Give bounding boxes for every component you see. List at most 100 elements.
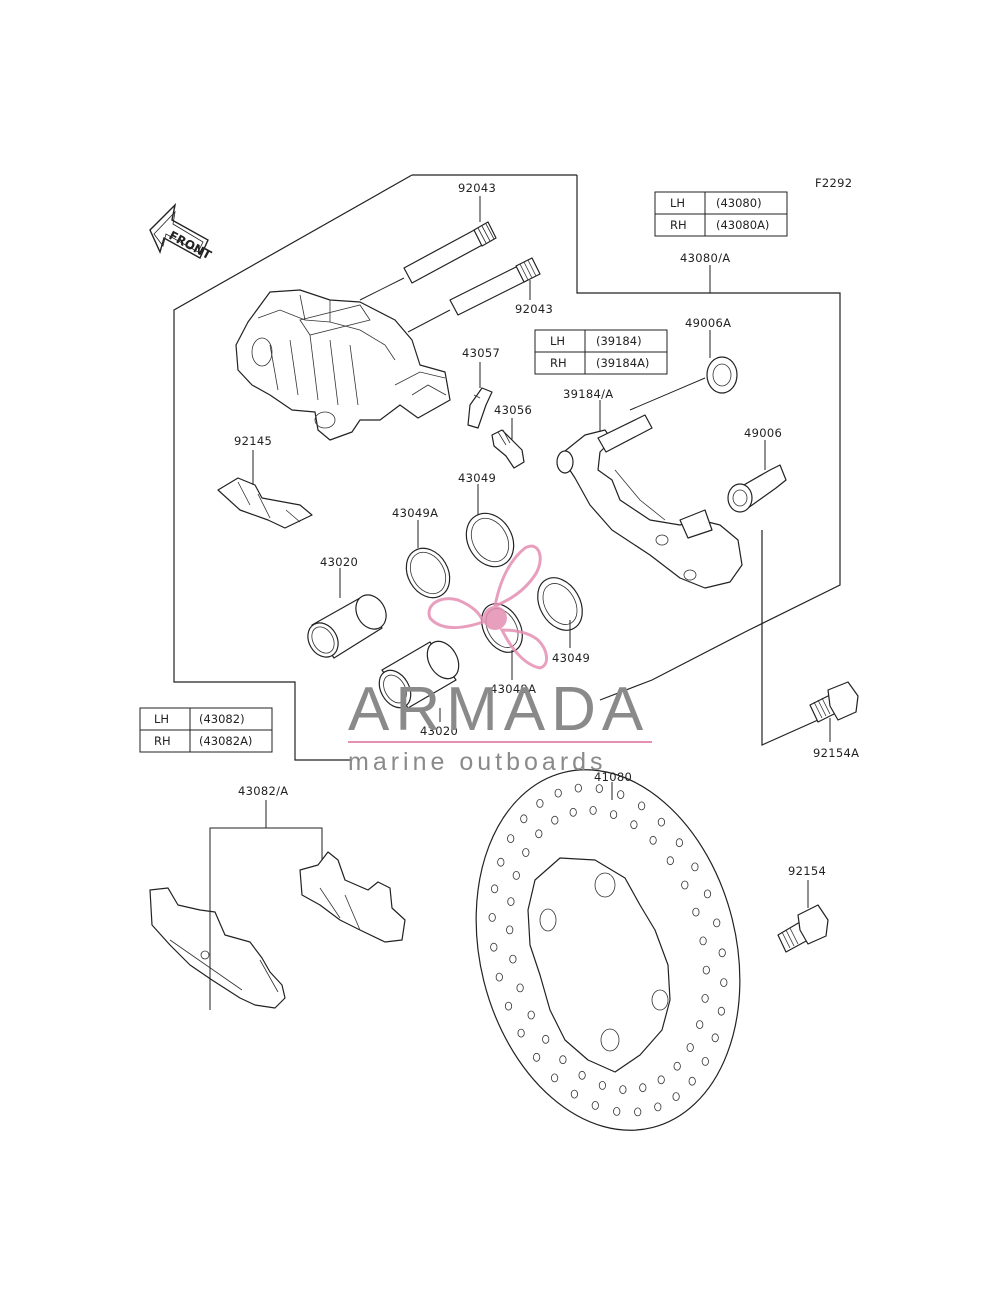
disc-hole (675, 838, 684, 848)
label-disc-41080: 41080 (594, 770, 632, 784)
seal-43049-lower (537, 577, 583, 631)
disc-hole (506, 925, 514, 935)
disc-hole (535, 829, 543, 839)
disc-hole (657, 1075, 665, 1085)
label-spring-92145: 92145 (234, 434, 272, 448)
boot-49006 (727, 464, 787, 513)
disc-hole (686, 1043, 694, 1052)
leader (629, 377, 706, 411)
disc-hole (699, 936, 707, 946)
disc-hole (657, 817, 666, 827)
disc-hole (720, 978, 728, 987)
bracket-side-table: LH (39184) RH (39184A) (534, 329, 668, 375)
disc-hole (649, 835, 657, 845)
disc-hole (589, 806, 597, 815)
disc-hole (569, 807, 577, 817)
label-seal-43049: 43049 (552, 651, 590, 665)
leader (407, 309, 451, 333)
disc-hole (637, 801, 646, 811)
label-piston-43020: 43020 (420, 724, 458, 738)
watermark-tagline: marine outboards (348, 748, 607, 776)
disc-hole (542, 1034, 550, 1044)
table-cell: (43080A) (716, 218, 769, 232)
disc-hole (613, 1107, 621, 1116)
label-pads: 43082/A (238, 784, 288, 798)
watermark-brand: ARMADA (348, 675, 649, 744)
disc-hole (512, 871, 520, 880)
disc-hole (532, 1052, 541, 1062)
disc-hole (609, 810, 618, 819)
bracket-39184 (556, 414, 743, 589)
disc-hole (574, 783, 582, 793)
disc-hole (691, 862, 699, 872)
disc-hole (495, 972, 503, 982)
disc-hole (527, 1010, 535, 1020)
table-cell: RH (550, 356, 567, 370)
pin-92043-lower (449, 257, 541, 316)
pads-side-table: LH (43082) RH (43082A) (139, 707, 273, 753)
disc-hole (673, 1061, 681, 1071)
disc-hole (490, 942, 498, 952)
disc-hole (717, 1006, 726, 1016)
label-boot-49006: 49006 (744, 426, 782, 440)
bleeder-cap-43057 (467, 387, 493, 429)
brake-pads-43082 (149, 851, 406, 1009)
label-bleeder-valve: 43056 (494, 403, 532, 417)
seal-43049-upper (465, 512, 515, 568)
disc-hole (507, 897, 515, 906)
caliper-body (235, 289, 451, 441)
table-cell: (43080) (716, 196, 762, 210)
frame-bracket-link (761, 530, 819, 746)
disc-hole (713, 918, 721, 928)
spring-92145 (217, 477, 313, 529)
disc-hole (497, 857, 505, 867)
seal-43049a-upper (405, 547, 451, 599)
disc-hole (692, 907, 700, 917)
table-cell: RH (154, 734, 171, 748)
disc-hole (681, 880, 689, 890)
assembly-frame (576, 175, 841, 701)
disc-hole (696, 1020, 704, 1029)
disc-hole (536, 799, 544, 808)
disc-hole (517, 1028, 525, 1038)
label-bleeder-cap: 43057 (462, 346, 500, 360)
label-caliper-assy: 43080/A (680, 251, 730, 265)
disc-hole (554, 788, 562, 798)
disc-hole (522, 848, 530, 857)
table-cell: (43082A) (199, 734, 252, 748)
label-seal-43049: 43049 (458, 471, 496, 485)
label-seal-49006a: 49006A (685, 316, 731, 330)
disc-hole (551, 815, 559, 825)
armada-logo-icon (427, 544, 548, 670)
disc-hole (591, 1101, 599, 1110)
bleeder-valve-43056 (491, 429, 525, 469)
figure-code: F2292 (815, 176, 852, 190)
disc-hole (703, 889, 712, 899)
table-cell: RH (670, 218, 687, 232)
disc-hole (688, 1076, 696, 1086)
disc-hole (516, 983, 524, 993)
table-cell: (39184A) (596, 356, 649, 370)
brake-disc-41080 (475, 769, 741, 1131)
disc-hole (654, 1102, 662, 1112)
disc-hole (630, 820, 638, 830)
disc-holes (488, 783, 728, 1117)
disc-hole (488, 913, 496, 922)
seal-43049a-lower (481, 603, 523, 653)
disc-hole (666, 856, 674, 866)
bolt-92154a (809, 681, 859, 723)
disc-hole (711, 1033, 719, 1043)
assembly-frame-left-edge (173, 174, 413, 761)
label-seal-43049a: 43049A (490, 682, 536, 696)
front-arrow-icon: FRONT (149, 202, 214, 263)
piston-43020-upper (307, 594, 387, 659)
disc-hole (718, 948, 726, 958)
table-cell: (39184) (596, 334, 642, 348)
table-cell: LH (154, 712, 169, 726)
label-seal-43049a: 43049A (392, 506, 438, 520)
label-bolt-92154: 92154 (788, 864, 826, 878)
disc-hole (701, 994, 709, 1003)
disc-hole (559, 1055, 567, 1065)
